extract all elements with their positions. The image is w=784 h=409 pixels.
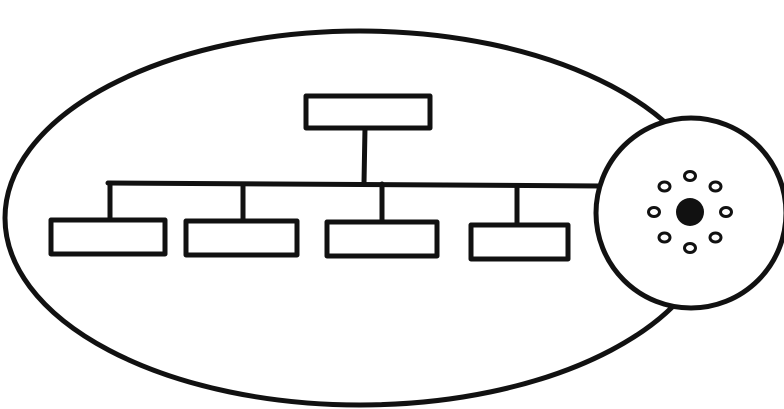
org-connector-vertical xyxy=(364,128,365,183)
org-connector-horizontal xyxy=(108,183,602,186)
cell-nucleus xyxy=(676,198,704,226)
org-child-box-1 xyxy=(51,220,165,254)
cell xyxy=(596,118,784,308)
org-child-box-4 xyxy=(471,225,568,259)
org-top-box xyxy=(306,96,430,128)
org-child-box-2 xyxy=(186,221,297,255)
org-child-box-3 xyxy=(327,222,437,256)
org-chart xyxy=(51,96,602,259)
